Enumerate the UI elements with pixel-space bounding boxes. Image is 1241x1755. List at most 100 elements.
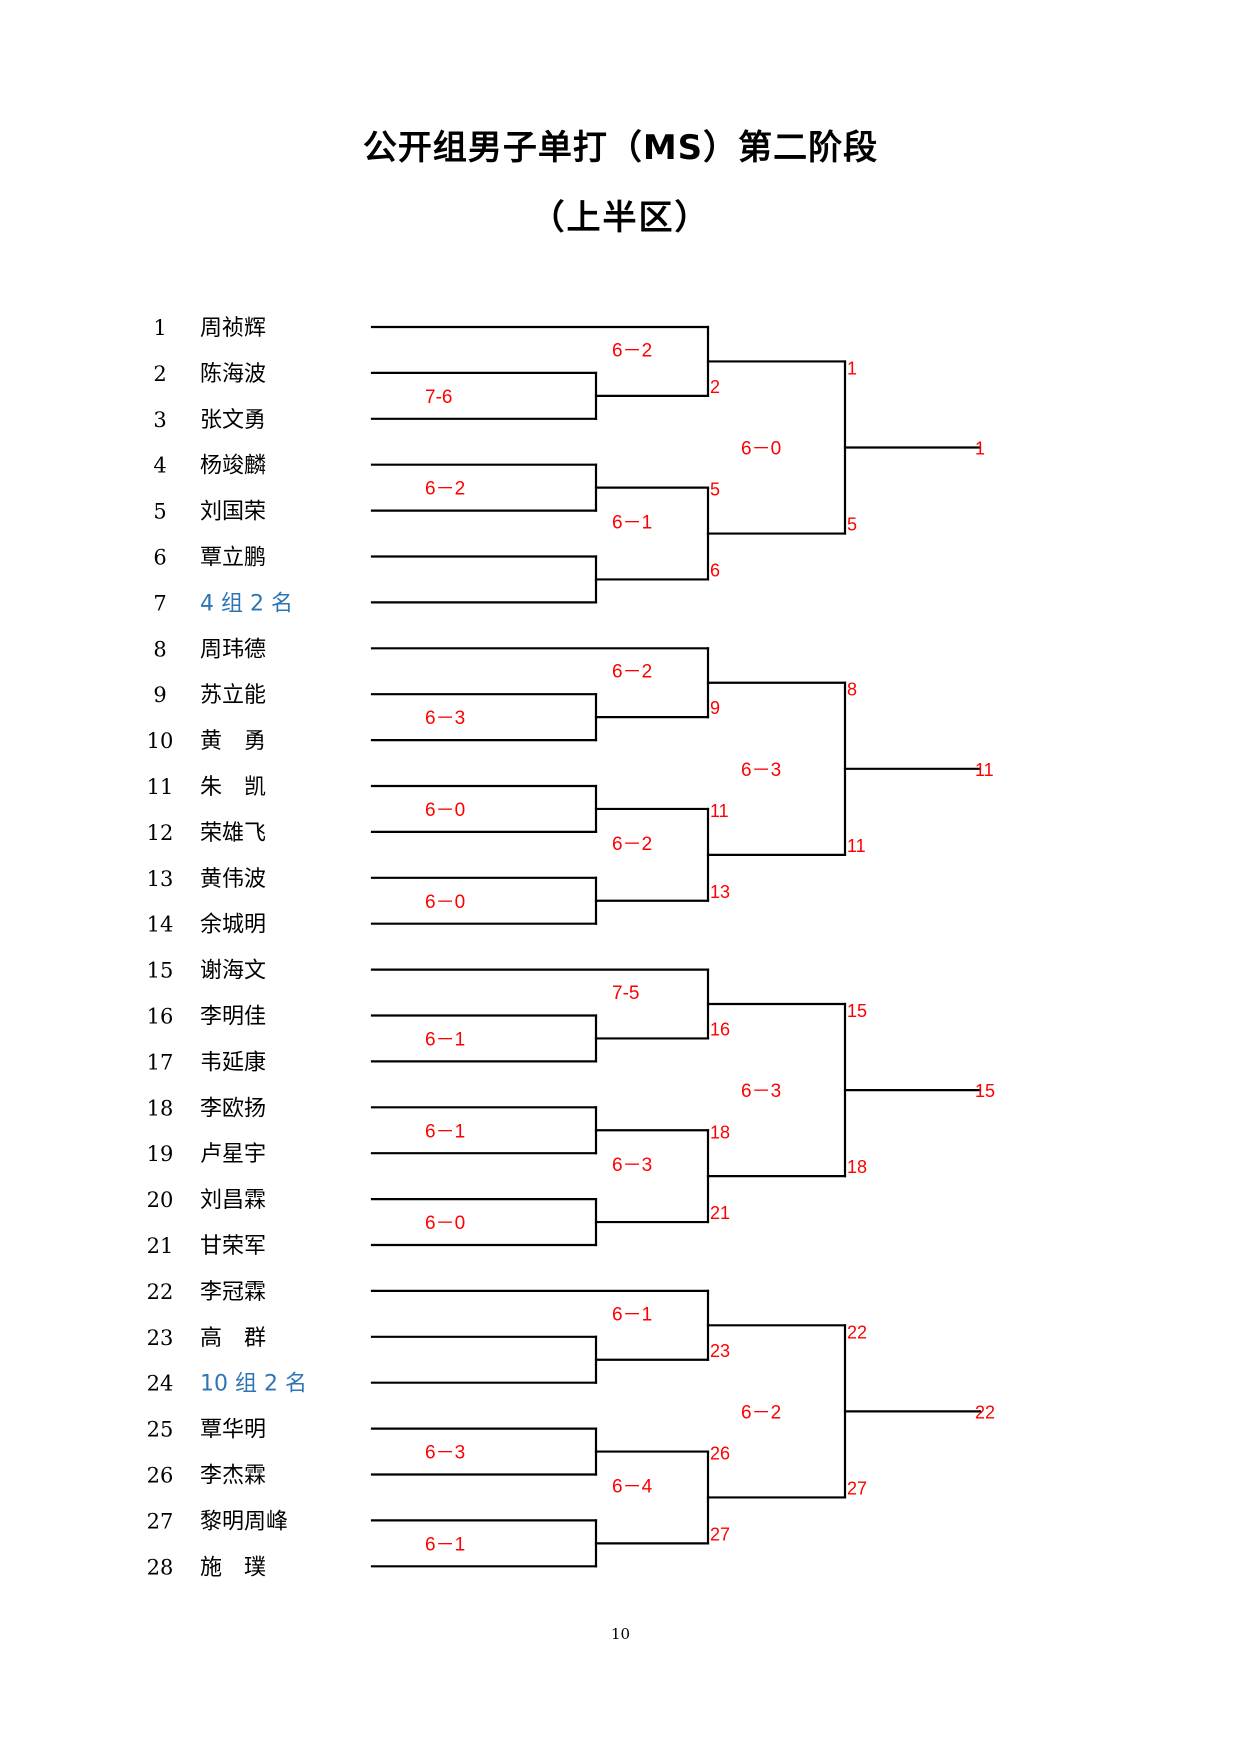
section-winner-label: 1 — [975, 438, 985, 458]
advance-label: 5 — [847, 515, 857, 535]
seed-number: 1 — [153, 316, 166, 340]
seed-number: 14 — [147, 913, 174, 937]
player-name: 李冠霖 — [200, 1280, 266, 1305]
seed-number: 27 — [147, 1509, 174, 1533]
seed-number: 28 — [147, 1555, 174, 1579]
advance-label: 13 — [710, 882, 730, 902]
match-score: 6－2 — [612, 834, 652, 855]
seed-number: 25 — [147, 1418, 174, 1442]
player-name: 谢海文 — [200, 959, 266, 984]
seed-number: 20 — [147, 1188, 174, 1212]
seed-number: 22 — [147, 1280, 174, 1304]
page-title: 公开组男子单打（MS）第二阶段 — [362, 128, 879, 168]
advance-label: 11 — [710, 801, 729, 821]
player-name: 黄 勇 — [200, 729, 266, 754]
match-score: 6－2 — [612, 662, 652, 683]
seed-number: 13 — [147, 867, 174, 891]
seed-number: 21 — [147, 1234, 174, 1258]
player-name: 卢星宇 — [200, 1142, 266, 1167]
player-name: 韦延康 — [200, 1050, 266, 1075]
match-score: 6－1 — [425, 1121, 465, 1142]
match-score: 7-5 — [612, 983, 639, 1004]
advance-label: 18 — [710, 1122, 730, 1142]
player-name: 覃华明 — [200, 1418, 266, 1443]
seed-number: 3 — [153, 408, 166, 432]
seed-number: 2 — [153, 362, 166, 386]
advance-label: 5 — [710, 480, 720, 500]
seed-number: 17 — [147, 1050, 174, 1074]
seed-number: 24 — [147, 1372, 174, 1396]
player-name: 黄伟波 — [200, 867, 266, 892]
player-name: 朱 凯 — [200, 775, 266, 800]
advance-label: 9 — [710, 698, 720, 718]
match-score: 6－1 — [612, 1304, 652, 1325]
section-winner-label: 22 — [975, 1402, 995, 1422]
seed-number: 15 — [147, 959, 174, 983]
player-name: 高 群 — [200, 1326, 266, 1351]
advance-label: 15 — [847, 1001, 867, 1021]
advance-label: 21 — [710, 1203, 730, 1223]
player-name: 李杰霖 — [200, 1464, 266, 1489]
player-name: 施 璞 — [200, 1555, 266, 1580]
player-name: 覃立鹏 — [200, 546, 266, 571]
page-subtitle: （上半区） — [530, 198, 711, 238]
section-winner-label: 15 — [975, 1081, 995, 1101]
seed-number: 4 — [153, 454, 166, 478]
advance-label: 6 — [710, 560, 720, 580]
match-score: 6－4 — [612, 1476, 653, 1497]
seed-number: 19 — [147, 1142, 174, 1166]
player-name: 杨竣麟 — [200, 454, 266, 479]
tournament-bracket: 1 周祯辉 2 陈海波 3 张文勇 4 杨竣麟 5 刘国荣 6 覃立鹏 7 4 组 2 名 8 周玮德 9 苏立能… — [147, 316, 995, 1580]
match-score: 6－3 — [425, 1443, 465, 1464]
player-name: 周玮德 — [200, 637, 266, 662]
section-winner-label: 11 — [975, 760, 994, 780]
player-name: 刘昌霖 — [200, 1188, 266, 1213]
advance-label: 23 — [710, 1341, 730, 1361]
player-name: 苏立能 — [200, 683, 266, 708]
seed-number: 7 — [153, 591, 166, 615]
seed-number: 26 — [147, 1464, 174, 1488]
advance-label: 22 — [847, 1322, 867, 1342]
player-name: 甘荣军 — [200, 1234, 266, 1259]
advance-label: 16 — [710, 1019, 730, 1039]
seed-number: 6 — [153, 546, 166, 570]
advance-label: 11 — [847, 836, 866, 856]
seed-number: 23 — [147, 1326, 174, 1350]
player-name: 余城明 — [200, 913, 266, 938]
player-name: 陈海波 — [200, 362, 266, 387]
advance-label: 18 — [847, 1157, 867, 1177]
advance-label: 2 — [710, 377, 720, 397]
advance-label: 27 — [847, 1478, 867, 1498]
match-score: 6－0 — [425, 892, 465, 913]
advance-label: 26 — [710, 1444, 730, 1464]
seed-number: 11 — [147, 775, 174, 799]
player-name: 黎明周峰 — [200, 1509, 288, 1534]
page-number: 10 — [610, 1625, 631, 1643]
seed-number: 18 — [147, 1096, 174, 1120]
player-name: 刘国荣 — [200, 500, 266, 525]
seed-number: 8 — [153, 637, 166, 661]
match-score: 6－3 — [741, 1081, 781, 1102]
match-score: 6－3 — [741, 760, 781, 781]
match-score: 6－1 — [612, 513, 652, 534]
match-score: 6－2 — [612, 340, 652, 361]
player-name: 李明佳 — [200, 1005, 266, 1030]
match-score: 6－1 — [425, 1534, 465, 1555]
player-name: 李欧扬 — [200, 1096, 266, 1121]
match-score: 6－2 — [425, 479, 465, 500]
seed-number: 5 — [153, 500, 166, 524]
match-score: 6－3 — [612, 1155, 652, 1176]
match-score: 6－3 — [425, 708, 465, 729]
advance-label: 1 — [847, 358, 857, 378]
match-score: 6－0 — [741, 438, 781, 459]
advance-label: 8 — [847, 680, 857, 700]
seed-number: 9 — [153, 683, 166, 707]
player-name: 荣雄飞 — [200, 821, 266, 846]
seed-number: 12 — [147, 821, 174, 845]
player-name: 张文勇 — [200, 408, 266, 433]
match-score: 7-6 — [425, 387, 452, 408]
player-name: 周祯辉 — [200, 316, 266, 341]
match-score: 6－0 — [425, 1213, 465, 1234]
player-name-placeholder: 4 组 2 名 — [200, 591, 293, 616]
player-name-placeholder: 10 组 2 名 — [200, 1372, 307, 1397]
